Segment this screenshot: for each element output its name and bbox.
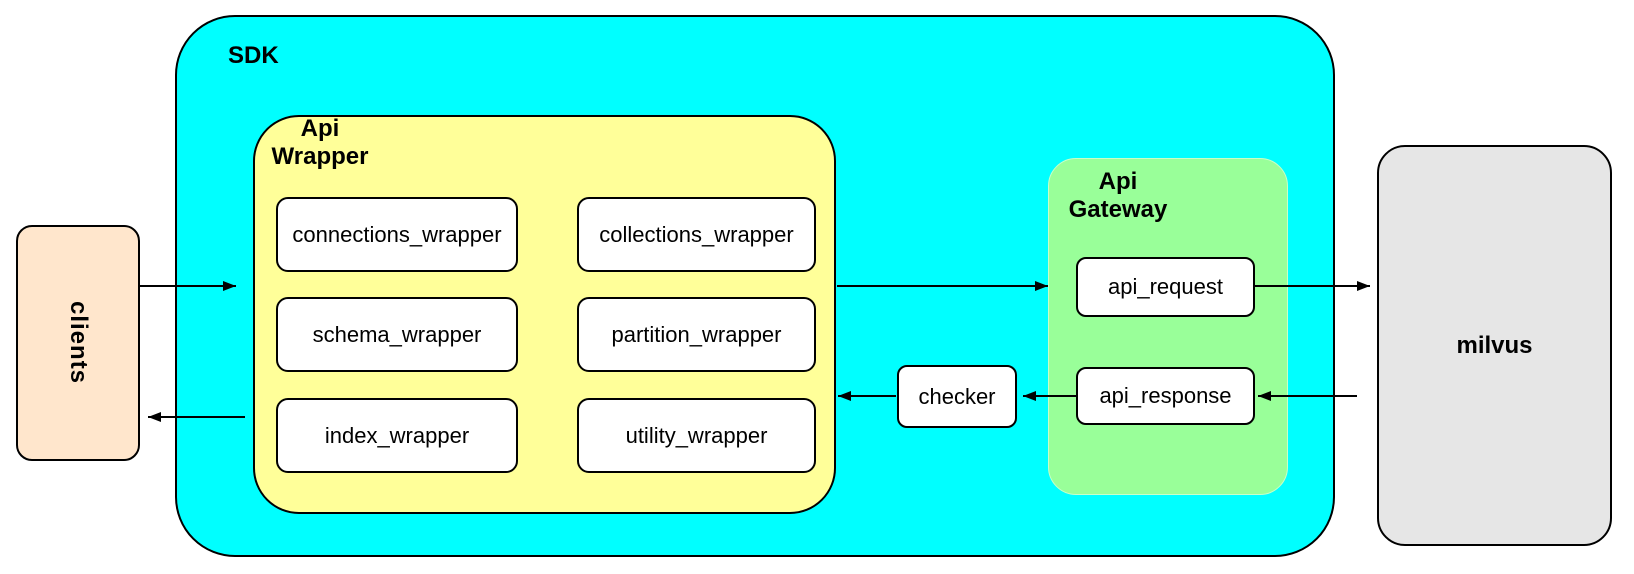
api-wrapper-label-line2: Wrapper (271, 143, 369, 170)
api-response-node: api_response (1076, 367, 1255, 425)
collections-wrapper-node: collections_wrapper (577, 197, 816, 272)
api-wrapper-label-line1: Api (300, 115, 340, 142)
connections-wrapper-node: connections_wrapper (276, 197, 518, 272)
api-request-node: api_request (1076, 257, 1255, 317)
clients-label: clients (65, 301, 92, 385)
checker-node: checker (897, 365, 1017, 428)
api-gateway-label-line2: Gateway (1068, 196, 1168, 223)
partition-wrapper-node: partition_wrapper (577, 297, 816, 372)
schema-wrapper-node: schema_wrapper (276, 297, 518, 372)
api-wrapper-label: Api Wrapper (255, 115, 385, 171)
sdk-label: SDK (228, 42, 279, 69)
api-gateway-label: Api Gateway (1063, 168, 1173, 224)
index-wrapper-node: index_wrapper (276, 398, 518, 473)
api-gateway-container (1048, 158, 1288, 495)
milvus-node: milvus (1377, 145, 1612, 546)
clients-node: clients (16, 225, 140, 461)
api-gateway-label-line1: Api (1098, 168, 1138, 195)
milvus-label: milvus (1456, 331, 1533, 359)
utility-wrapper-node: utility_wrapper (577, 398, 816, 473)
